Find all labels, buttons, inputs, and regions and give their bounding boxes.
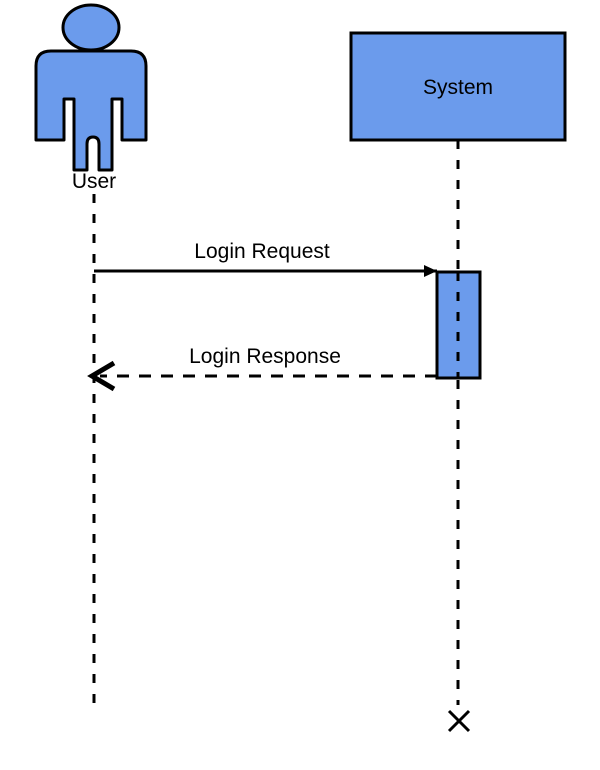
- message-label-login-request: Login Request: [194, 240, 330, 263]
- actor-body-icon: [34, 49, 148, 172]
- message-arrowhead-login-response: [87, 360, 116, 392]
- message-login-response[interactable]: Login Response: [87, 345, 437, 392]
- lifeline-destroy-x-icon: [447, 709, 471, 733]
- participant-label-system: System: [423, 76, 493, 99]
- participant-system[interactable]: System: [349, 31, 567, 733]
- message-login-request[interactable]: Login Request: [94, 240, 437, 277]
- message-label-login-response: Login Response: [189, 345, 341, 368]
- activation-bar-system[interactable]: [435, 270, 482, 380]
- actor-head-icon: [61, 3, 121, 52]
- participant-label-user: User: [72, 170, 116, 193]
- participant-user[interactable]: User: [34, 3, 148, 710]
